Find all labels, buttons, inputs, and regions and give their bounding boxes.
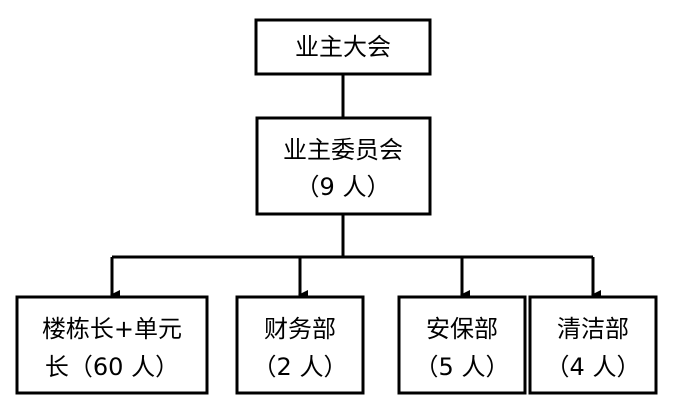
dept-finance-count: （2 人） (253, 353, 348, 381)
dept-finance-label: 财务部 (264, 315, 336, 343)
owners-assembly-node: 业主大会 (254, 18, 432, 76)
dept-cleaning-count: （4 人） (546, 353, 641, 381)
dept-cleaning-node: 清洁部 （4 人） (528, 295, 658, 395)
dept-security-node: 安保部 （5 人） (397, 295, 527, 395)
owners-committee-count: （9 人） (296, 173, 391, 201)
dept-security-count: （5 人） (415, 353, 510, 381)
dept-finance-node: 财务部 （2 人） (235, 295, 365, 395)
owners-assembly-label: 业主大会 (295, 33, 391, 61)
dept-building-unit-leaders-line2: 长（60 人） (45, 353, 179, 381)
dept-building-unit-leaders-node: 楼栋长+单元 长（60 人） (15, 295, 209, 395)
owners-committee-label: 业主委员会 (283, 136, 403, 164)
dept-cleaning-label: 清洁部 (557, 315, 629, 343)
dept-building-unit-leaders-line1: 楼栋长+单元 (42, 315, 182, 343)
dept-security-label: 安保部 (426, 315, 498, 343)
owners-committee-node: 业主委员会 （9 人） (255, 116, 432, 216)
